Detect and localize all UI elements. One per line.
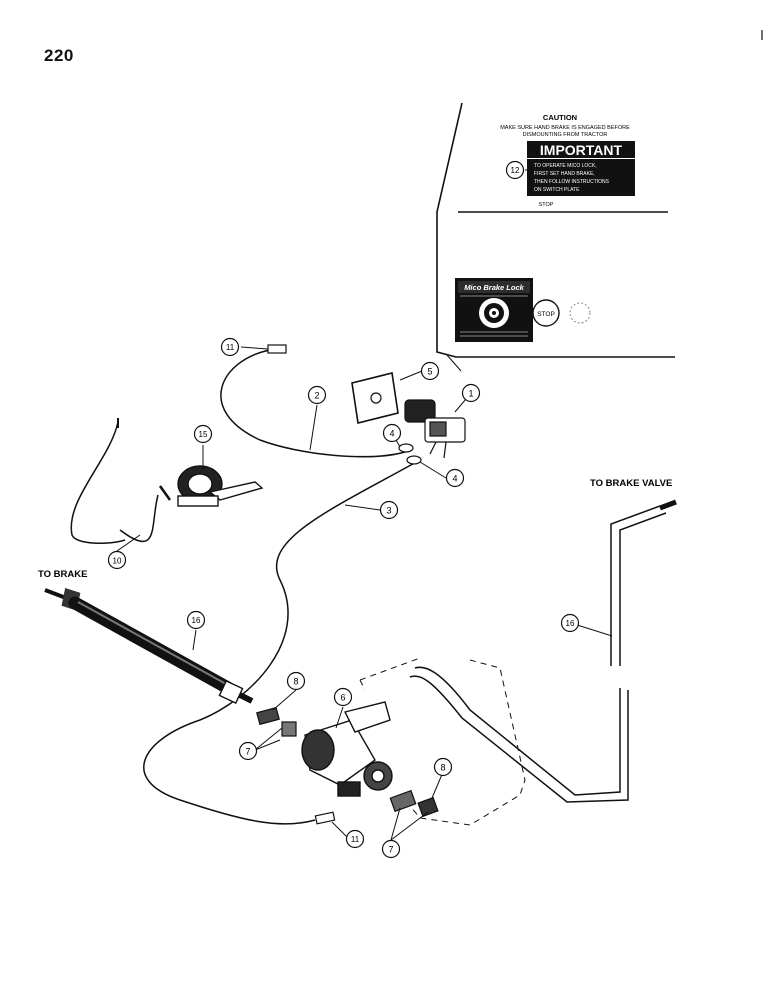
- important-title: IMPORTANT: [540, 142, 623, 158]
- caution-line-1: MAKE SURE HAND BRAKE IS ENGAGED BEFORE: [500, 125, 630, 131]
- callout-2: 2: [307, 385, 327, 405]
- callout-16-right: 16: [560, 613, 580, 633]
- solenoid-valve: [301, 701, 393, 797]
- switch-plate: Mico Brake Lock: [455, 278, 533, 342]
- important-line-3: THEN FOLLOW INSTRUCTIONS: [534, 179, 610, 185]
- wire-terminals-4: [398, 443, 422, 465]
- important-decal: IMPORTANT TO OPERATE MICO LOCK, FIRST SE…: [527, 141, 635, 208]
- svg-text:5: 5: [427, 367, 432, 377]
- page-number: 220: [44, 46, 74, 65]
- caution-line-2: DISMOUNTING FROM TRACTOR: [523, 132, 608, 138]
- to-brake-label: TO BRAKE: [38, 569, 87, 580]
- brake-valve-line: [409, 499, 677, 803]
- to-brake-valve-label: TO BRAKE VALVE: [590, 478, 672, 489]
- warning-buzzer: [158, 465, 264, 507]
- callout-8-right: 8: [433, 757, 453, 777]
- important-line-4: ON SWITCH PLATE: [534, 187, 580, 193]
- callout-10: 10: [107, 550, 127, 570]
- svg-text:4: 4: [452, 474, 457, 484]
- callout-8-left: 8: [286, 671, 306, 691]
- important-line-1: TO OPERATE MICO LOCK,: [534, 163, 597, 169]
- svg-text:6: 6: [340, 693, 345, 703]
- stop-button-label: STOP: [537, 311, 555, 318]
- callout-7-left: 7: [238, 741, 258, 761]
- svg-text:3: 3: [386, 506, 391, 516]
- wire-terminal-11-top: [267, 344, 287, 354]
- svg-text:11: 11: [226, 343, 235, 352]
- dash-panel: [436, 102, 675, 358]
- callout-15: 15: [193, 424, 213, 444]
- brake-hose-left: [44, 587, 254, 704]
- stop-button: STOP: [532, 299, 591, 327]
- svg-text:8: 8: [440, 763, 445, 773]
- callout-16-left: 16: [186, 610, 206, 630]
- callout-4-upper: 4: [382, 423, 402, 443]
- caution-decal: CAUTION MAKE SURE HAND BRAKE IS ENGAGED …: [500, 113, 630, 138]
- svg-text:7: 7: [245, 747, 250, 757]
- callout-11-top: 11: [220, 337, 240, 357]
- wire-terminal-11-bottom: [314, 811, 336, 825]
- callout-4-lower: 4: [445, 468, 465, 488]
- svg-text:1: 1: [468, 389, 473, 399]
- callout-3: 3: [379, 500, 399, 520]
- callout-7-right: 7: [381, 839, 401, 859]
- svg-text:8: 8: [293, 677, 298, 687]
- svg-text:4: 4: [389, 429, 394, 439]
- svg-text:7: 7: [388, 845, 393, 855]
- svg-text:10: 10: [113, 557, 122, 566]
- important-line-2: FIRST SET HAND BRAKE,: [534, 171, 595, 177]
- switch-plate-brand: Mico Brake Lock: [464, 283, 524, 292]
- svg-text:16: 16: [192, 616, 201, 625]
- svg-text:15: 15: [199, 430, 208, 439]
- svg-text:11: 11: [351, 835, 360, 844]
- svg-text:16: 16: [566, 619, 575, 628]
- mounting-plate: [351, 372, 399, 424]
- callout-11-bottom: 11: [345, 829, 365, 849]
- svg-text:2: 2: [314, 391, 319, 401]
- callout-5: 5: [420, 361, 440, 381]
- caution-title: CAUTION: [543, 113, 577, 122]
- callout-6: 6: [333, 687, 353, 707]
- callout-12: 12: [505, 160, 525, 180]
- brake-lock-switch: [404, 399, 466, 459]
- decal-stop-label: STOP: [539, 202, 554, 208]
- callout-1: 1: [461, 383, 481, 403]
- dashed-outline: [359, 657, 526, 826]
- svg-text:12: 12: [511, 166, 520, 175]
- fittings: [256, 706, 439, 818]
- leader-lines: [116, 169, 613, 841]
- wiring: [70, 349, 421, 825]
